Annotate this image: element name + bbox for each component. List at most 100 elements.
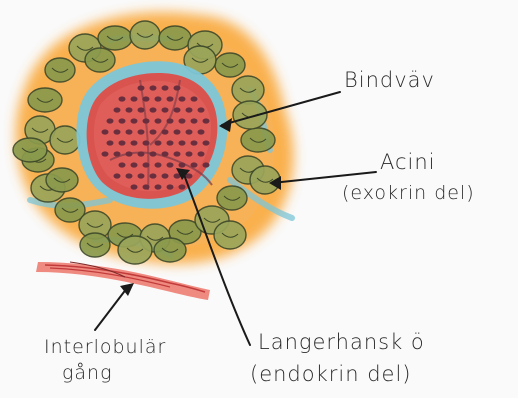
label-langerhans-line1: Langerhansk ö <box>258 330 425 354</box>
islet-cell <box>143 118 150 123</box>
islet-cell <box>155 162 162 167</box>
islet-cell <box>167 118 174 123</box>
islet-cell <box>179 118 186 123</box>
islet-cell <box>162 151 169 156</box>
islet-cell <box>138 107 145 112</box>
islet-cell <box>150 107 157 112</box>
acinus <box>154 238 186 262</box>
islet-cell <box>191 96 198 101</box>
islet-cell <box>167 162 174 167</box>
islet-cell <box>179 140 186 145</box>
islet-cell <box>198 151 205 156</box>
label-duct-line2: gång <box>62 362 113 384</box>
islet-cell <box>126 129 133 134</box>
label-duct-line1: Interlobulär <box>44 336 166 358</box>
islet-cell <box>107 118 114 123</box>
islet-cell <box>114 129 121 134</box>
islet-cell <box>174 85 181 90</box>
islet-cell <box>131 118 138 123</box>
islet-cell <box>138 173 145 178</box>
islet-cell <box>186 107 193 112</box>
islet-cell <box>155 184 162 189</box>
islet-cell <box>150 129 157 134</box>
islet-cell <box>131 162 138 167</box>
islet-cell <box>174 129 181 134</box>
islet-cell <box>179 96 186 101</box>
islet-cell <box>198 107 205 112</box>
islet-cell <box>155 118 162 123</box>
islet-cell <box>203 162 210 167</box>
islet-cell <box>191 140 198 145</box>
acinus <box>28 88 62 112</box>
islet-cell <box>174 107 181 112</box>
acinus <box>217 186 247 210</box>
islet-cell <box>167 140 174 145</box>
islet-cell <box>119 162 126 167</box>
islet-cell <box>150 85 157 90</box>
islet-cell <box>114 107 121 112</box>
acinus <box>232 76 264 104</box>
islet-cell <box>126 107 133 112</box>
islet-cell <box>126 173 133 178</box>
islet-cell <box>102 129 109 134</box>
islet-cell <box>150 151 157 156</box>
acinus <box>13 138 47 162</box>
acinus <box>85 48 115 72</box>
islet-cell <box>138 85 145 90</box>
islet-cell <box>203 140 210 145</box>
label-acini-line2: (exokrin del) <box>342 182 475 204</box>
islet-cell <box>174 151 181 156</box>
islet-cell <box>143 162 150 167</box>
islet-cell <box>114 151 121 156</box>
acinus <box>118 236 152 264</box>
islet-cell <box>119 96 126 101</box>
islet-cell <box>155 96 162 101</box>
acinus <box>98 26 132 50</box>
islet-cell <box>114 173 121 178</box>
islet-cell <box>167 96 174 101</box>
islet-cell <box>143 184 150 189</box>
islet-cell <box>198 129 205 134</box>
islet-cell <box>131 140 138 145</box>
islet-cell <box>131 184 138 189</box>
acinus <box>241 128 275 152</box>
islet-cell <box>107 140 114 145</box>
label-langerhans-line2: (endokrin del) <box>250 362 412 386</box>
islet-cell <box>186 151 193 156</box>
islet-cell <box>119 118 126 123</box>
islet-cell <box>143 96 150 101</box>
pointer-line-duct <box>95 288 127 330</box>
acinus <box>215 53 245 77</box>
islet-cell <box>155 140 162 145</box>
acinus <box>159 26 191 50</box>
islet-cell <box>191 162 198 167</box>
acinus <box>214 221 246 249</box>
islet-cell <box>143 140 150 145</box>
islet-cell <box>179 162 186 167</box>
islet-cell <box>167 184 174 189</box>
acinus <box>233 101 267 129</box>
acinus <box>45 58 75 82</box>
islet-cell <box>203 118 210 123</box>
acinus <box>130 21 160 49</box>
islet-cell <box>126 151 133 156</box>
islet-cell <box>138 129 145 134</box>
islet-cell <box>191 118 198 123</box>
islet-cell <box>162 85 169 90</box>
islet-cell <box>162 173 169 178</box>
islet-cell <box>150 173 157 178</box>
acinus <box>50 126 80 154</box>
islet-cell <box>131 96 138 101</box>
label-acini-line1: Acini <box>380 150 436 174</box>
islet-cell <box>119 140 126 145</box>
islet-cell <box>102 151 109 156</box>
islet-cell <box>162 107 169 112</box>
islet-cell <box>179 184 186 189</box>
islet-cell <box>186 129 193 134</box>
islet-cell <box>162 129 169 134</box>
label-bindevaev: Bindväv <box>344 68 435 92</box>
acinus <box>80 233 110 257</box>
islet-cell <box>138 151 145 156</box>
acinus <box>46 168 78 192</box>
